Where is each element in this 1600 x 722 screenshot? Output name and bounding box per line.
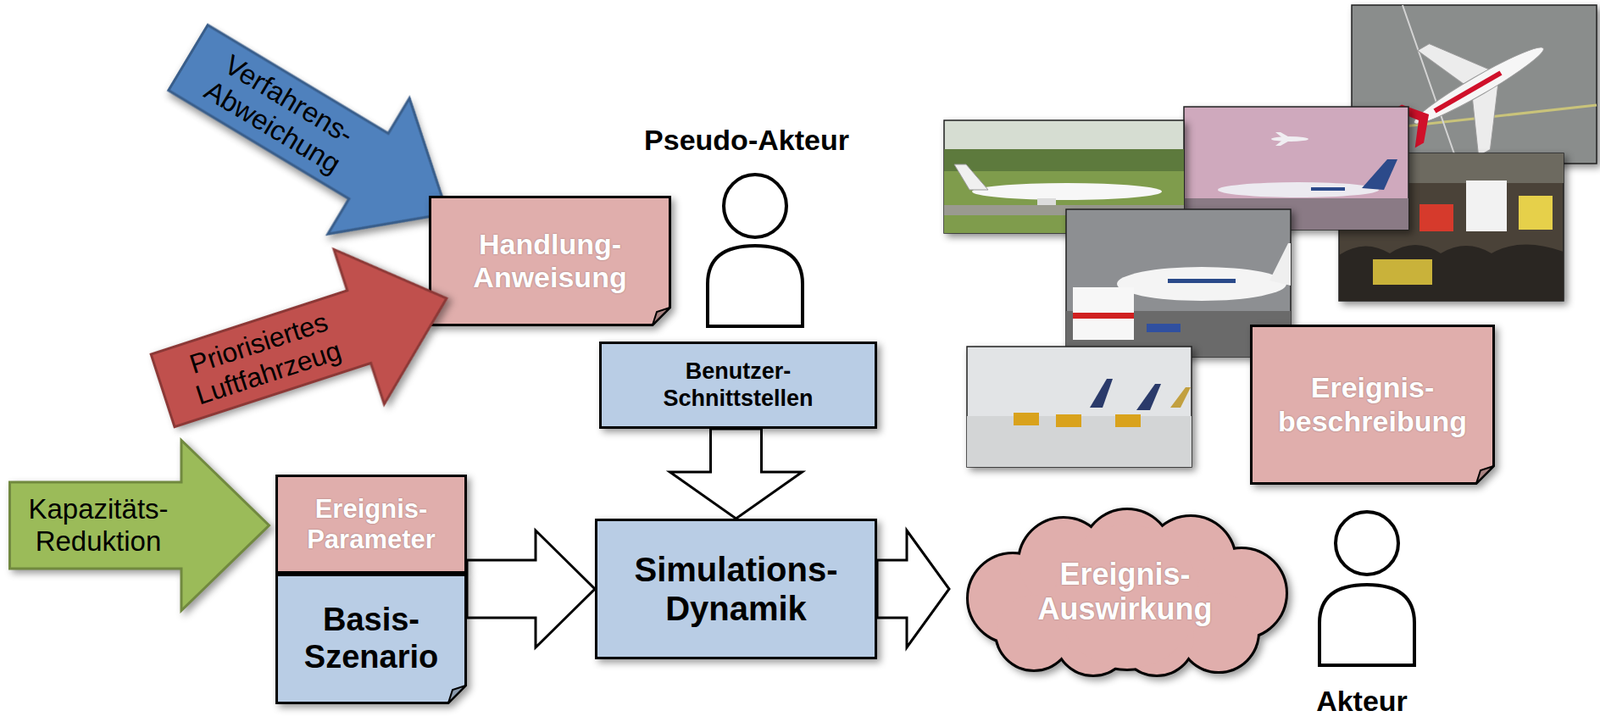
snowplow <box>1115 414 1141 428</box>
person-body <box>707 245 803 327</box>
plane-stripe <box>1311 187 1345 191</box>
jet-tail <box>1269 243 1291 286</box>
process-box: Benutzer- Schnittstellen <box>599 341 878 429</box>
plane-tail <box>954 164 989 190</box>
plane-tail <box>1170 387 1191 408</box>
input-arrow: Kapazitäts- Reduktion <box>8 438 271 612</box>
node-text-group: Kapazitäts- Reduktion <box>27 493 168 558</box>
node-label: Kapazitäts- Reduktion <box>27 493 168 558</box>
note-box: Handlung- Anweisung <box>428 195 672 327</box>
actor-label: Pseudo-Akteur <box>644 123 850 157</box>
node-label: Ereignis- Auswirkung <box>1037 556 1212 628</box>
plane-fuselage <box>1217 182 1379 198</box>
note-fold <box>448 685 467 704</box>
taxi-line <box>1402 5 1458 164</box>
node-text-group: Benutzer- Schnittstellen <box>662 358 813 412</box>
node-label: Benutzer- Schnittstellen <box>662 358 813 412</box>
node-label: Ereignis- Parameter <box>306 494 436 555</box>
photo-snow <box>966 346 1192 467</box>
plane-tail <box>1361 159 1398 190</box>
box-outline <box>596 520 877 659</box>
node-text-group: Basis- Szenario <box>304 601 439 676</box>
result-cloud: Ereignis- Auswirkung <box>949 505 1301 678</box>
jet-windows <box>1167 278 1236 284</box>
note-fold <box>652 307 671 326</box>
protest-sign <box>1518 195 1553 230</box>
plane-fuselage <box>972 183 1162 200</box>
block-arrow <box>670 428 803 519</box>
note-outline <box>1251 326 1495 484</box>
process-box: Simulations- Dynamik <box>594 518 878 660</box>
plane-fuselage <box>1409 39 1548 131</box>
node-text-group: Simulations- Dynamik <box>633 550 838 628</box>
actor-label: Akteur <box>1316 684 1408 718</box>
note-fold <box>1476 466 1495 484</box>
person-body <box>1319 584 1415 666</box>
protest-sign <box>1466 180 1507 232</box>
box-outline <box>600 343 877 428</box>
note-box: Basis- Szenario <box>275 573 467 705</box>
box-outline <box>277 476 467 573</box>
plane-stripe <box>1433 70 1503 113</box>
note-outline <box>277 575 467 704</box>
photo-fog <box>966 346 1192 467</box>
block-arrow <box>877 530 950 648</box>
node-label: Ereignis- beschreibung <box>1277 371 1467 438</box>
jet-fuselage <box>1116 266 1287 301</box>
snowplow <box>1055 414 1082 428</box>
note-box: Ereignis- beschreibung <box>1250 324 1495 485</box>
parameter-box: Ereignis- Parameter <box>275 474 467 574</box>
ambulance <box>1072 287 1134 340</box>
plane-tail <box>1136 383 1162 411</box>
node-text-group: Ereignis- Parameter <box>306 494 436 555</box>
plane-in-air-wing <box>1275 132 1293 146</box>
block-arrow <box>466 530 595 648</box>
node-text-group: Verfahrens- Abweichung <box>199 46 363 181</box>
node-label: Handlung- Anweisung <box>472 227 627 295</box>
note-outline <box>430 197 671 326</box>
stretcher <box>1146 323 1181 333</box>
protest-vest <box>1372 259 1433 285</box>
snowplow <box>1013 412 1039 426</box>
crowd <box>1338 244 1564 301</box>
rect-shape <box>594 518 878 660</box>
node-label: Verfahrens- Abweichung <box>199 46 363 181</box>
node-text-group: Ereignis- beschreibung <box>1277 371 1467 438</box>
node-label: Simulations- Dynamik <box>633 550 838 628</box>
tree-line <box>944 149 1184 173</box>
person-head <box>1335 511 1399 575</box>
node-text-group: Handlung- Anweisung <box>472 227 627 295</box>
plane-wing <box>1417 21 1531 157</box>
protest-sign <box>1419 204 1454 232</box>
node-text-group: Ereignis- Auswirkung <box>1037 556 1212 628</box>
input-arrow: Priorisiertes Luftfahrzeug <box>135 218 473 469</box>
arrow-outline <box>137 220 472 467</box>
arrow-outline <box>10 440 270 612</box>
ambulance-stripe <box>1072 312 1134 319</box>
person-head <box>723 174 787 238</box>
plane-tail <box>1089 378 1113 408</box>
plane-engine <box>1037 198 1056 206</box>
node-label: Basis- Szenario <box>304 601 439 676</box>
